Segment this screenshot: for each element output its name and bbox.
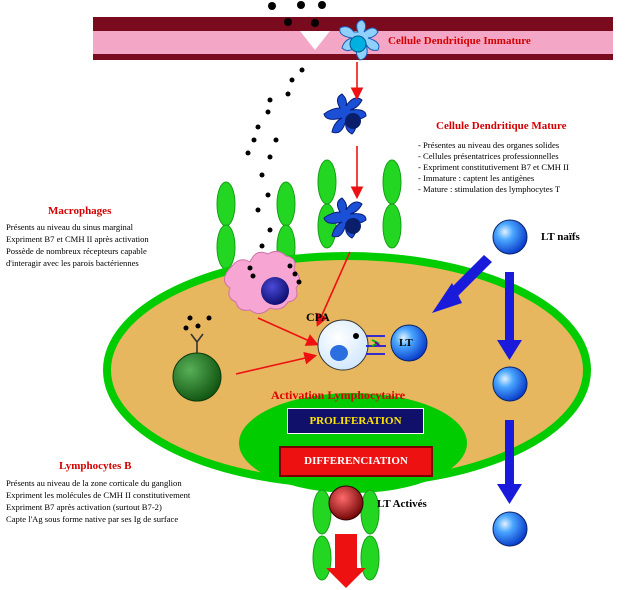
note-line: Expriment B7 et CMH II après activation: [6, 234, 149, 244]
lt-activated-cell: [328, 485, 364, 521]
lt-cell-contact: [390, 324, 428, 362]
note-line: - Cellules présentatrices professionnell…: [418, 151, 559, 161]
arrow-dc-to-cpa: [316, 251, 351, 327]
lt-naive-cell-3: [492, 511, 528, 547]
blue-arrow-shaft-2: [505, 420, 514, 488]
note-line: Présents au niveau du sinus marginal: [6, 222, 134, 232]
note-line: - Expriment constitutivement B7 et CMH I…: [418, 162, 569, 172]
note-line: Capte l'Ag sous forme native par ses Ig …: [6, 514, 179, 524]
note-line: Possède de nombreux récepteurs capable: [6, 246, 147, 256]
note-line: Expriment B7 après activation (surtout B…: [6, 502, 162, 512]
blue-arrow-head-2: [497, 484, 522, 504]
label-lt: LT: [399, 337, 413, 349]
label-dendritic-immature: Cellule Dendritique Immature: [388, 35, 531, 47]
note-line: - Immature : captent les antigènes: [418, 173, 535, 183]
vessel-left: [216, 181, 296, 270]
cpa-cell: [317, 319, 369, 371]
label-lt-actives: LT Activés: [377, 498, 427, 510]
b-lymphocyte: [172, 315, 222, 402]
ig-receptor: [190, 333, 204, 353]
blue-arrows: [432, 255, 522, 504]
label-cpa: CPA: [306, 310, 330, 324]
mature-dendritic-cell-2: [323, 197, 367, 239]
arrow-macrophage-to-cpa: [257, 317, 319, 346]
lt-naive-cell: [492, 219, 528, 255]
blue-arrow-head-1: [497, 340, 522, 360]
label-activation: Activation Lymphocytaire: [271, 388, 406, 402]
arrow-lb-to-cpa: [235, 351, 318, 375]
note-line: - Présentes au niveau des organes solide…: [418, 140, 560, 150]
skin-breach: [300, 31, 330, 50]
differenciation-box: DIFFERENCIATION: [279, 446, 433, 477]
label-dendritic-mature: Cellule Dendritique Mature: [436, 120, 567, 132]
label-lymphocytes-b: Lymphocytes B: [59, 460, 132, 472]
blue-arrow-shaft-1: [505, 272, 514, 344]
label-lt-naifs: LT naïfs: [541, 231, 580, 243]
macrophage: [224, 250, 302, 314]
antigen-dots: [245, 1, 326, 249]
label-macrophages: Macrophages: [48, 205, 112, 217]
immature-dendritic-cell: [339, 19, 380, 61]
note-line: Expriment les molécules de CMH II consti…: [6, 490, 191, 500]
note-line: d'interagir avec les parois bactériennes: [6, 258, 139, 268]
lt-naive-cell-2: [492, 366, 528, 402]
proliferation-box: PROLIFERATION: [287, 408, 424, 434]
note-line: - Mature : stimulation des lymphocytes T: [418, 184, 561, 194]
blue-arrow-diag-shaft: [444, 255, 492, 302]
mature-dendritic-cell: [323, 93, 367, 135]
tcr-interaction: [366, 335, 386, 355]
red-exit-arrow: [326, 534, 366, 588]
blue-arrow-diag-head: [432, 283, 462, 313]
note-line: Présents au niveau de la zone corticale …: [6, 478, 182, 488]
